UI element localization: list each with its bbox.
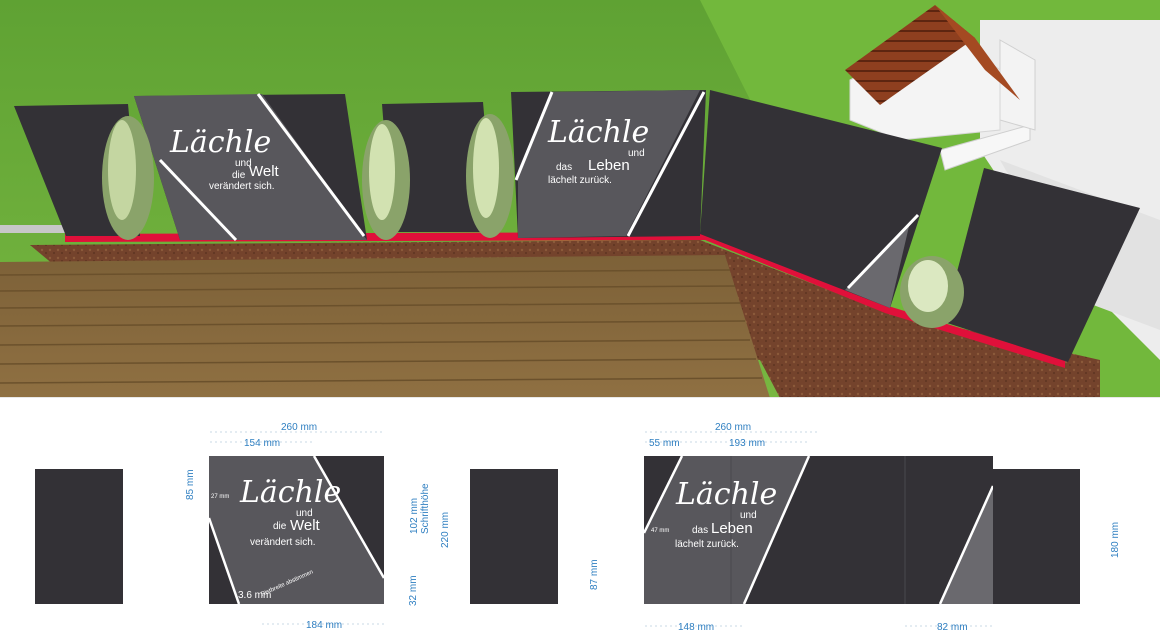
plan-welt-welt: Welt	[290, 517, 321, 534]
garden-render: Lächle und die Welt verändert sich. Läch…	[0, 0, 1160, 398]
panel-plain-3	[944, 168, 1140, 362]
plan-welt-die: die	[273, 521, 287, 532]
panel-leben-und: und	[628, 148, 645, 159]
dim-left-font-height: 102 mm	[409, 498, 420, 534]
plan-panel-plain-b	[470, 469, 558, 604]
plan-welt-line3: verändert sich.	[250, 537, 316, 548]
panel-leben: Lächle und das Leben lächelt zurück.	[511, 90, 706, 238]
dim-right-width-left: 55 mm	[649, 438, 680, 449]
white-wall	[939, 124, 1031, 171]
shed	[845, 5, 1020, 141]
plan-leben-leben: Leben	[711, 520, 753, 537]
plan-leben-und: und	[740, 510, 757, 521]
red-base-left	[65, 232, 1065, 368]
plan-leben-das: das	[692, 525, 708, 536]
plan-panel-diagonal	[904, 456, 995, 605]
panel-welt-und: und	[235, 158, 252, 169]
plan-left-dimensions: 260 mm 154 mm 85 mm 102 mm Schrifthöhe 2…	[185, 422, 451, 630]
plan-leben-script: Lächle	[675, 477, 777, 512]
panel-welt-script: Lächle	[169, 125, 271, 160]
panel-leben-line3: lächelt zurück.	[548, 175, 612, 186]
plan-panel-end	[993, 469, 1080, 604]
panel-leben-leben: Leben	[588, 157, 630, 174]
plan-welt-script: Lächle	[239, 475, 341, 510]
panel-welt: Lächle und die Welt verändert sich.	[134, 93, 367, 242]
dim-right-width-total: 260 mm	[715, 422, 751, 433]
plan-right-dimensions: 260 mm 55 mm 193 mm 87 mm 180 mm 148 mm …	[589, 422, 1121, 630]
plan-panel-welt: Lächle und die Welt verändert sich. 27 m…	[207, 455, 386, 605]
dim-right-height-right: 180 mm	[1110, 522, 1121, 558]
wooden-deck	[0, 255, 770, 398]
dim-left-height-left: 85 mm	[185, 469, 196, 500]
dim-left-width-upper: 154 mm	[244, 438, 280, 449]
plan-drawing: Lächle und die Welt verändert sich. 27 m…	[35, 422, 1121, 630]
panel-leben-das: das	[556, 162, 572, 173]
shrubs	[102, 114, 964, 328]
dim-left-font-height-label: Schrifthöhe	[420, 483, 431, 534]
plan-welt-letter-h: 27 mm	[211, 494, 229, 500]
path-strip	[0, 225, 80, 233]
panel-leben-script: Lächle	[547, 115, 649, 150]
dim-right-width-mid: 193 mm	[729, 438, 765, 449]
dim-left-width-bottom: 184 mm	[306, 620, 342, 630]
panel-welt-line3: verändert sich.	[209, 181, 275, 192]
plan-panel-leben: Lächle und das Leben lächelt zurück. 47 …	[642, 455, 819, 605]
dim-left-height-total: 220 mm	[440, 512, 451, 548]
panel-plain-2	[382, 102, 494, 232]
dim-right-width-bottom-left: 148 mm	[678, 622, 714, 630]
dim-left-bottom-right: 32 mm	[408, 575, 419, 606]
plan-leben-line3: lächelt zurück.	[675, 539, 739, 550]
dim-right-width-bottom-right: 82 mm	[937, 622, 968, 630]
plan-welt-strip: 3.6 mm	[238, 590, 271, 601]
dim-left-width-total: 260 mm	[281, 422, 317, 433]
panel-welt-die: die	[232, 170, 246, 181]
panel-welt-welt: Welt	[249, 163, 280, 180]
panel-angled	[700, 90, 942, 308]
dim-right-height-mid: 87 mm	[589, 559, 600, 590]
plan-leben-letter-h: 47 mm	[651, 528, 669, 534]
plan-panel-plain-a	[35, 469, 123, 604]
plan-panel-mid	[819, 456, 905, 604]
plan-welt-und: und	[296, 508, 313, 519]
